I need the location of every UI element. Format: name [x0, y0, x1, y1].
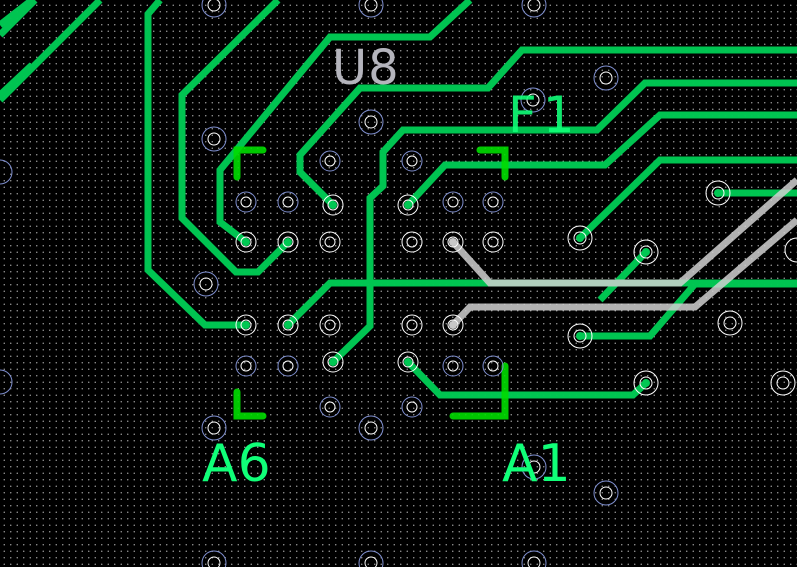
trace-highlighted[interactable]: [450, 177, 797, 287]
corner-marker-bottom-left: [233, 388, 267, 420]
copper-traces[interactable]: [0, 0, 797, 399]
trace-highlighted[interactable]: [450, 217, 797, 328]
corner-marker-top-left: [233, 146, 267, 181]
pin-label-f1: F1: [508, 86, 581, 144]
corner-marker-top-right: [476, 146, 509, 181]
corner-marker-bottom-right: [449, 362, 509, 420]
trace[interactable]: [296, 46, 797, 208]
active-vias[interactable]: [235, 180, 797, 396]
highlight-endpoints: [449, 238, 457, 329]
trace[interactable]: [178, 0, 291, 276]
trace[interactable]: [597, 249, 649, 303]
trace-endpoints: [242, 189, 722, 387]
pin-label-a6: A6: [202, 434, 271, 494]
bga-corner-markers: [233, 146, 509, 420]
trace[interactable]: [405, 111, 797, 208]
trace[interactable]: [144, 0, 246, 329]
trace[interactable]: [405, 359, 649, 399]
trace[interactable]: [577, 156, 797, 241]
trace[interactable]: [0, 0, 103, 103]
component-ref-label[interactable]: U8: [332, 40, 400, 96]
pin-label-a1: A1: [502, 434, 571, 494]
trace[interactable]: [216, 0, 473, 245]
highlighted-traces[interactable]: [450, 177, 797, 328]
inactive-vias[interactable]: [0, 0, 619, 567]
